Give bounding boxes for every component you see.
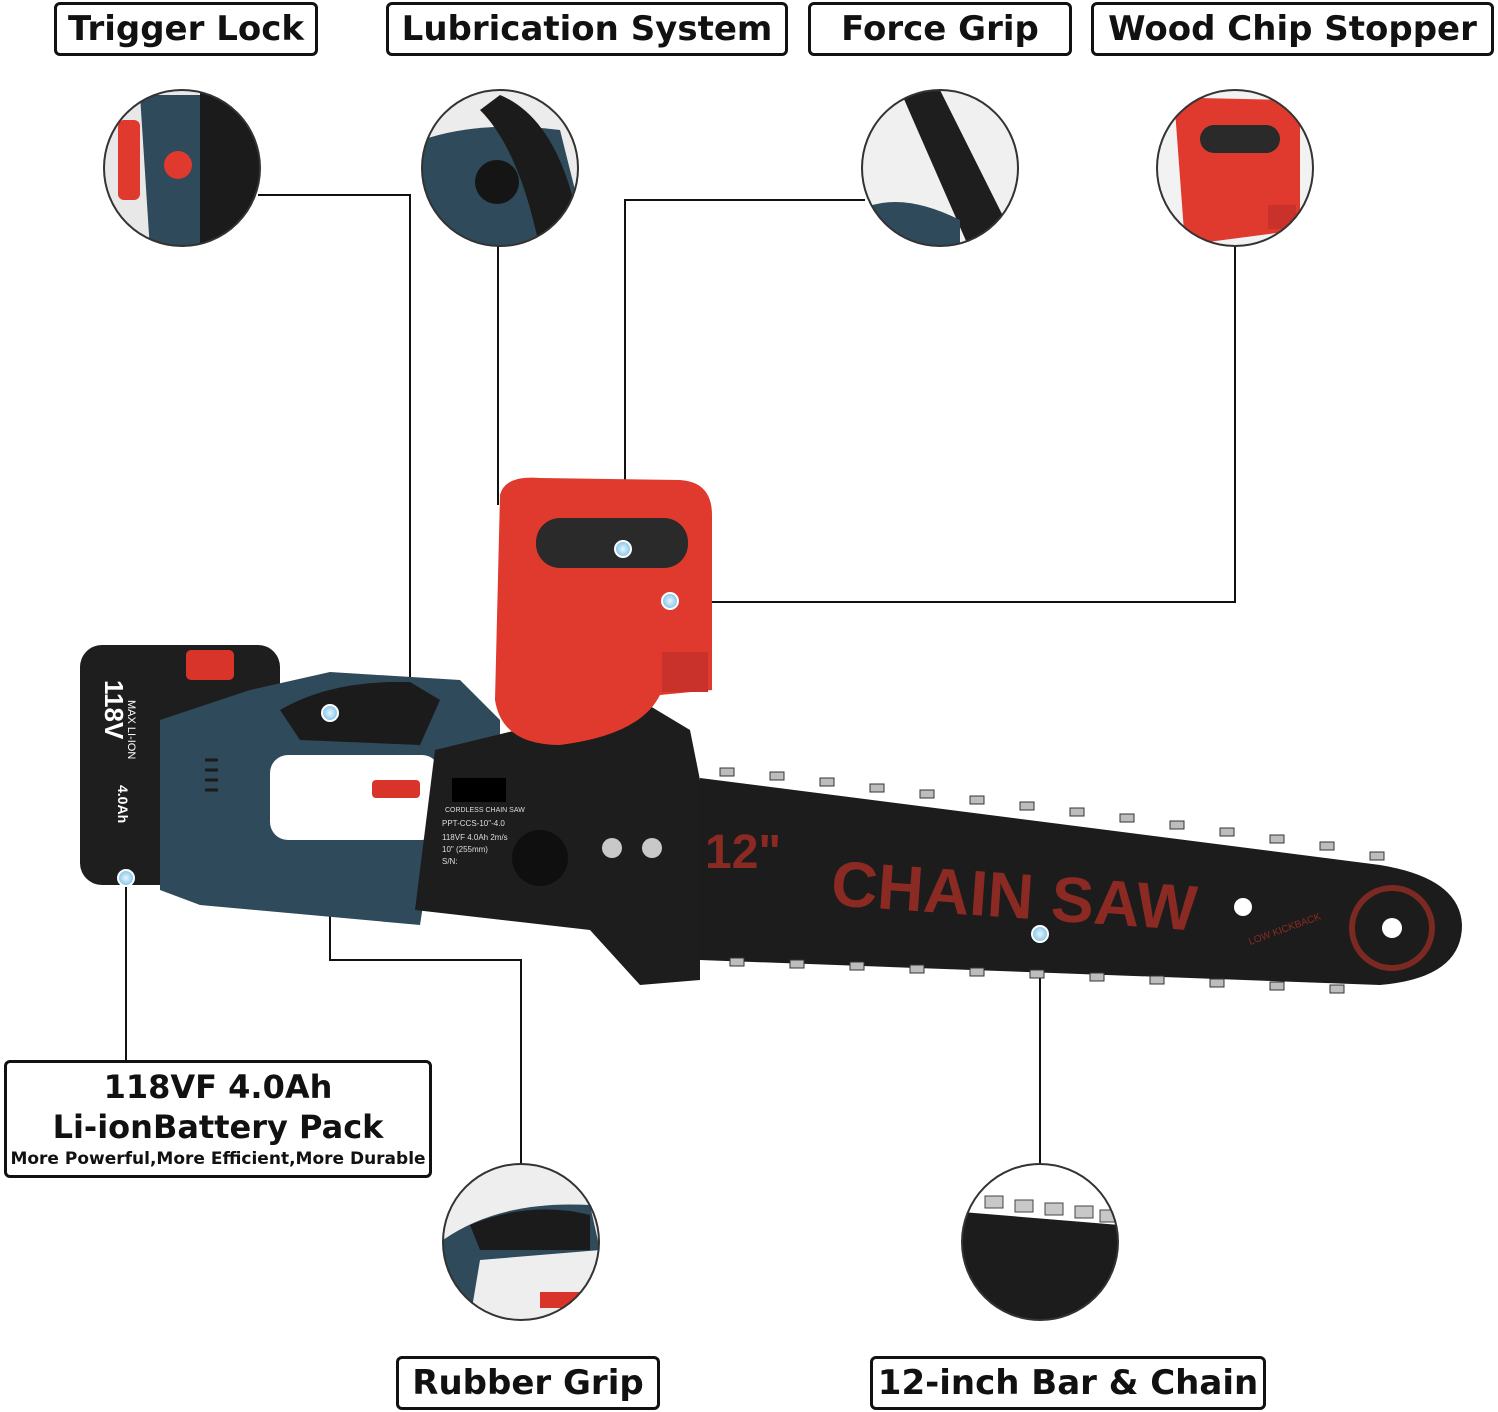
plate-bar: 10" (255mm) xyxy=(442,845,488,854)
battery-voltage: 118V xyxy=(99,680,129,740)
detail-bar-chain xyxy=(961,1163,1119,1321)
guide-bar xyxy=(700,778,1462,985)
wood-chip-stopper-guard xyxy=(495,477,712,745)
battery-callout-title: 118VF 4.0Ah xyxy=(103,1068,333,1106)
sprocket xyxy=(1349,885,1435,971)
bar-size-text: 12" xyxy=(705,826,781,879)
detail-force-grip xyxy=(861,89,1019,247)
label-wood-chip-stopper: Wood Chip Stopper xyxy=(1091,2,1494,56)
battery-callout-subtitle: Li-ionBattery Pack xyxy=(52,1108,384,1146)
line-trigger-lock xyxy=(258,194,411,680)
line-force-grip xyxy=(624,199,865,548)
detail-trigger-lock xyxy=(103,89,261,247)
label-rubber-grip: Rubber Grip xyxy=(396,1356,660,1410)
plate-model: PPT-CCS-10"-4.0 xyxy=(442,819,505,828)
guard-tab xyxy=(662,652,708,692)
guard-slot xyxy=(536,518,688,568)
battery-callout: 118VF 4.0Ah Li-ionBattery Pack More Powe… xyxy=(4,1060,432,1178)
plate-logo xyxy=(452,778,506,802)
label-trigger-lock: Trigger Lock xyxy=(54,2,318,56)
plate-title: CORDLESS CHAIN SAW xyxy=(445,807,525,814)
battery-type: MAX LI-ION xyxy=(125,700,137,759)
line-wood-chip xyxy=(672,246,1236,603)
battery-latch xyxy=(186,650,234,680)
dot-bar-chain xyxy=(1031,925,1049,943)
detail-rubber-grip xyxy=(442,1163,600,1321)
plate-sn: S/N: xyxy=(442,857,458,866)
dot-battery xyxy=(117,869,135,887)
chainsaw: 12" CHAIN SAW LOW KICKBACK 118V MAX LI-I… xyxy=(80,477,1462,994)
dot-rubber-grip xyxy=(321,704,339,722)
label-lubrication-system: Lubrication System xyxy=(386,2,788,56)
trigger xyxy=(372,780,420,798)
chain-teeth xyxy=(719,767,1385,994)
label-force-grip: Force Grip xyxy=(808,2,1072,56)
callout-dots xyxy=(117,540,1049,943)
plate-spec: 118VF 4.0Ah 2m/s xyxy=(442,833,508,842)
tension-knob xyxy=(512,830,568,886)
handle-opening xyxy=(270,755,440,840)
battery-callout-tagline: More Powerful,More Efficient,More Durabl… xyxy=(10,1149,426,1169)
vents xyxy=(205,758,218,792)
detail-lubrication xyxy=(421,89,579,247)
dot-wood-chip xyxy=(661,592,679,610)
rubber-grip xyxy=(280,681,440,745)
label-bar-chain: 12-inch Bar & Chain xyxy=(870,1356,1266,1410)
bar-hole xyxy=(1234,898,1252,916)
detail-wood-chip-stopper xyxy=(1156,89,1314,247)
battery-capacity: 4.0Ah xyxy=(115,785,131,823)
dot-force-grip xyxy=(614,540,632,558)
